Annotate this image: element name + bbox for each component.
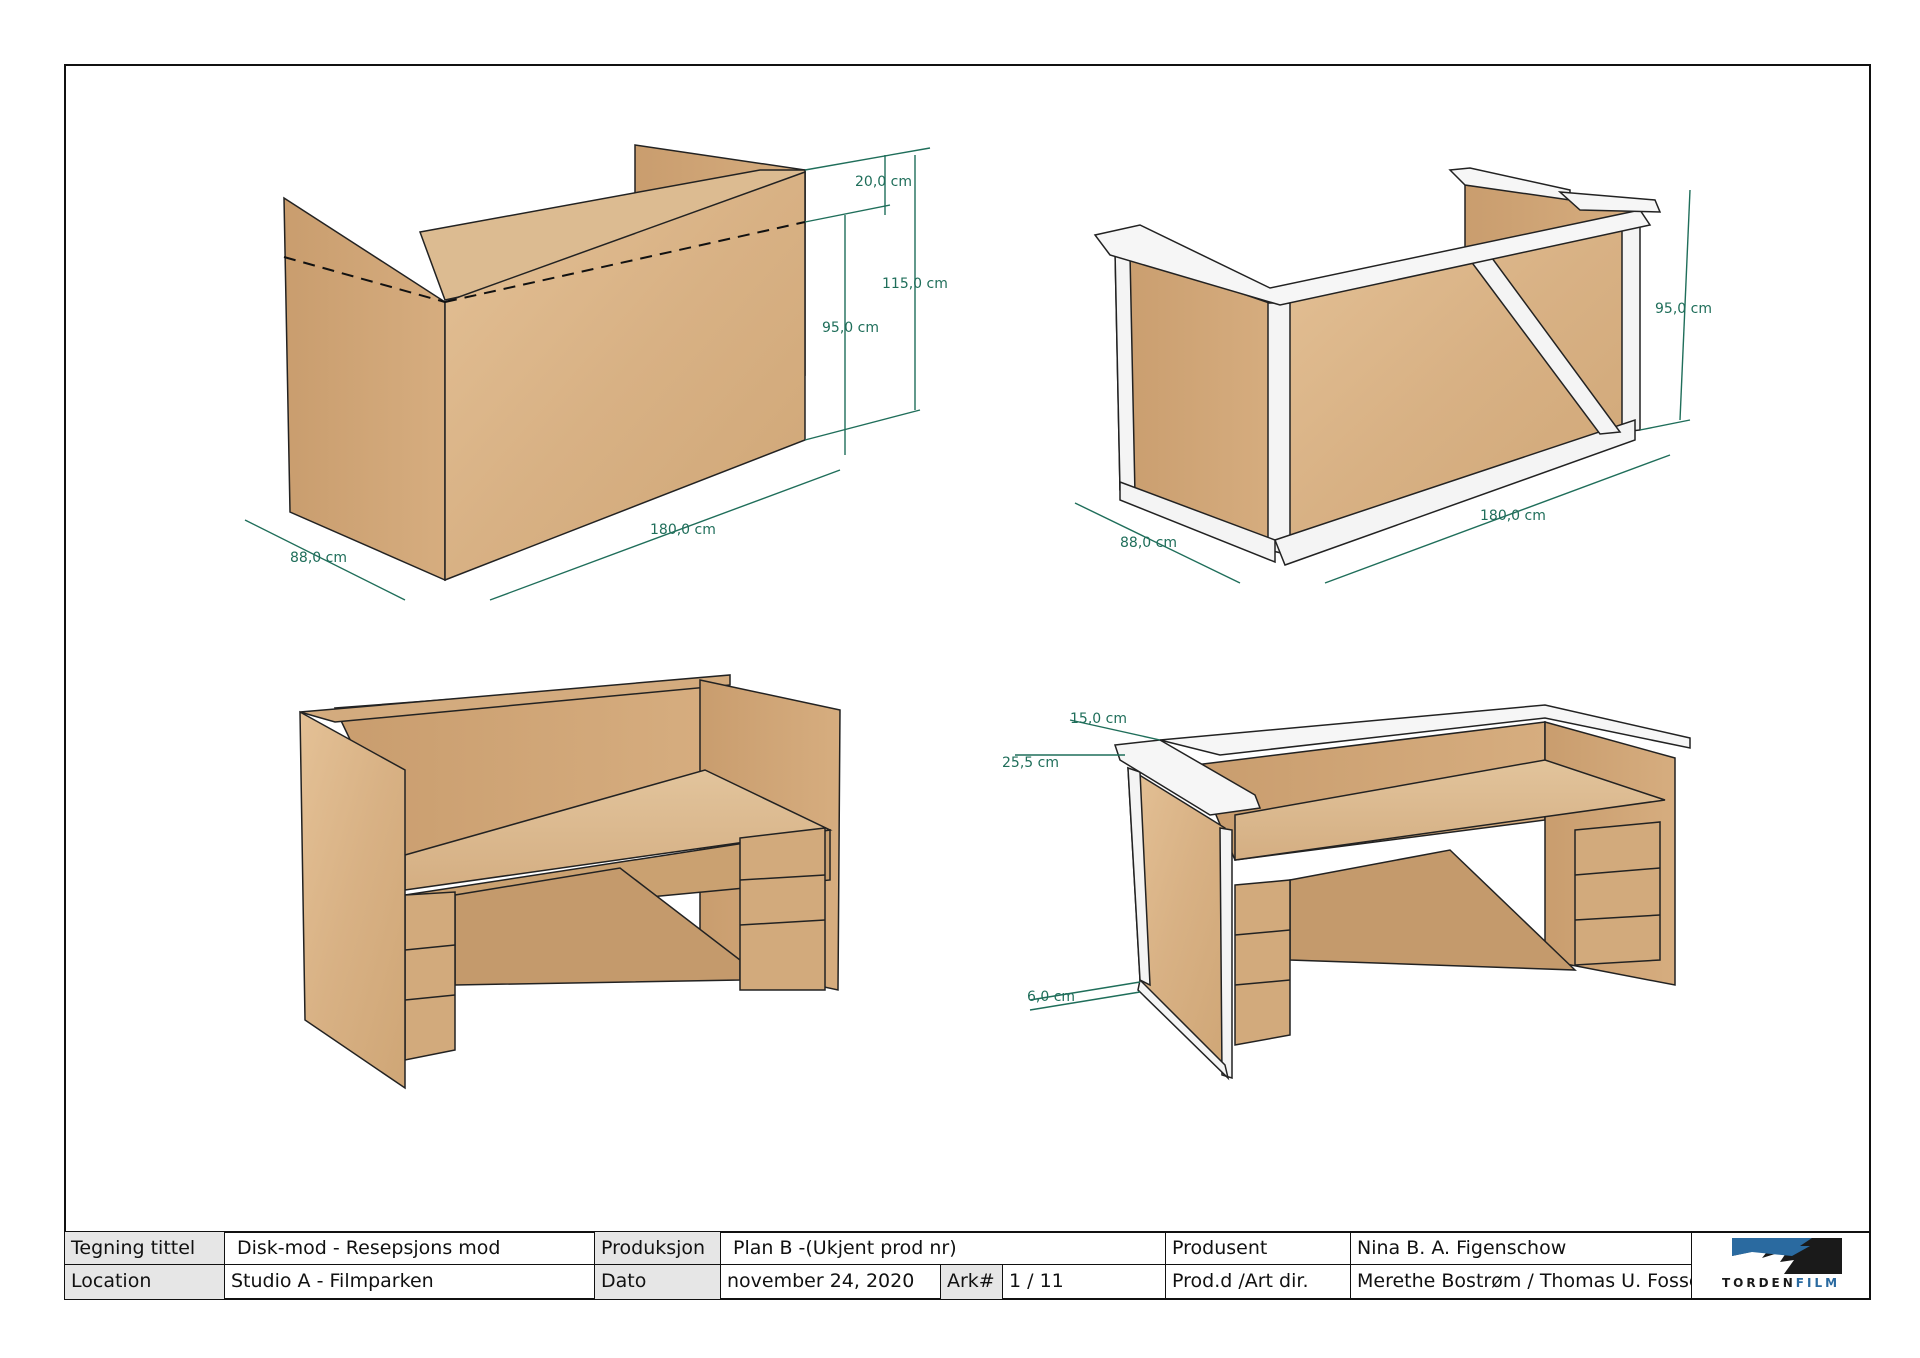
dim-v1-top-step: 20,0 cm — [855, 174, 912, 190]
title-block: Tegning tittel Disk-mod - Resepsjons mod… — [65, 1232, 1870, 1299]
dim-v1-height-counter: 95,0 cm — [822, 320, 879, 336]
dim-v2-height: 95,0 cm — [1655, 301, 1712, 317]
dim-v2-width: 180,0 cm — [1480, 508, 1546, 524]
view-1-dimension-lines — [244, 147, 931, 601]
title-label: Tegning tittel — [65, 1232, 225, 1265]
date-value: november 24, 2020 — [721, 1265, 941, 1299]
title-value: Disk-mod - Resepsjons mod — [225, 1232, 595, 1265]
dim-v4-top-depth: 25,5 cm — [1002, 755, 1059, 771]
date-label: Dato — [595, 1265, 721, 1299]
view-2-framed-desk — [1093, 167, 1662, 566]
dim-v2-depth: 88,0 cm — [1120, 535, 1177, 551]
view-3-rear-desk — [299, 674, 841, 1090]
view-4-dimension-lines — [1015, 719, 1161, 1011]
artdir-label: Prod.d /Art dir. — [1166, 1265, 1351, 1299]
sheet-label: Ark# — [941, 1265, 1003, 1299]
location-value: Studio A - Filmparken — [225, 1265, 595, 1299]
dim-v4-trim: 6,0 cm — [1027, 989, 1075, 1005]
view-2-dimension-lines — [1074, 189, 1691, 584]
view-4-rear-framed-desk — [1113, 704, 1691, 1081]
dim-v1-depth: 88,0 cm — [290, 550, 347, 566]
dim-v1-width: 180,0 cm — [650, 522, 716, 538]
dim-v1-height-total: 115,0 cm — [882, 276, 948, 292]
lightning-logo-icon — [1732, 1238, 1842, 1274]
sheet-value: 1 / 11 — [1003, 1265, 1166, 1299]
production-label: Produksjon — [595, 1232, 721, 1265]
view-1-closed-desk — [283, 144, 806, 582]
logo-wordmark: TORDENFILM — [1721, 1276, 1841, 1290]
producer-value: Nina B. A. Figenschow — [1351, 1232, 1692, 1265]
location-label: Location — [65, 1265, 225, 1299]
production-value: Plan B -(Ukjent prod nr) — [721, 1232, 1166, 1265]
tordenfilm-logo: TORDENFILM — [1692, 1232, 1870, 1299]
artdir-value: Merethe Bostrøm / Thomas U. Fosseli — [1351, 1265, 1692, 1299]
producer-label: Produsent — [1166, 1232, 1351, 1265]
dim-v4-top-overhang: 15,0 cm — [1070, 711, 1127, 727]
